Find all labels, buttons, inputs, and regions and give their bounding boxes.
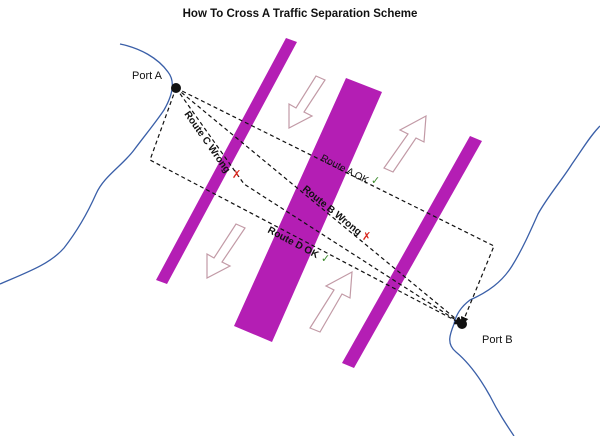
flow-arrow-southbound-upper — [288, 75, 326, 129]
route-a-ok-mark: ✓ — [371, 174, 380, 187]
route-c-line — [175, 87, 463, 325]
port-a-marker — [171, 83, 181, 93]
port-b-label: Port B — [482, 334, 513, 346]
port-b-marker — [457, 319, 467, 329]
separation-zone — [234, 78, 382, 342]
flow-arrow-northbound-lower — [309, 270, 353, 333]
port-a-label: Port A — [132, 70, 163, 82]
route-b-line — [175, 87, 463, 325]
route-b-wrong-mark: ✗ — [362, 230, 371, 243]
route-d-ok-mark: ✓ — [321, 252, 330, 265]
flow-arrow-northbound-upper — [383, 114, 427, 173]
lane-boundary-west — [156, 38, 297, 284]
lane-boundary-east — [342, 136, 482, 368]
flow-arrow-southbound-lower — [206, 223, 246, 279]
route-c-wrong-mark: ✗ — [232, 168, 241, 181]
route-d-line — [149, 87, 463, 325]
route-c-label: Route C Wrong — [182, 109, 233, 175]
diagram-title: How To Cross A Traffic Separation Scheme — [183, 8, 418, 20]
coastline-east — [449, 125, 600, 436]
coastline-west — [0, 43, 174, 285]
